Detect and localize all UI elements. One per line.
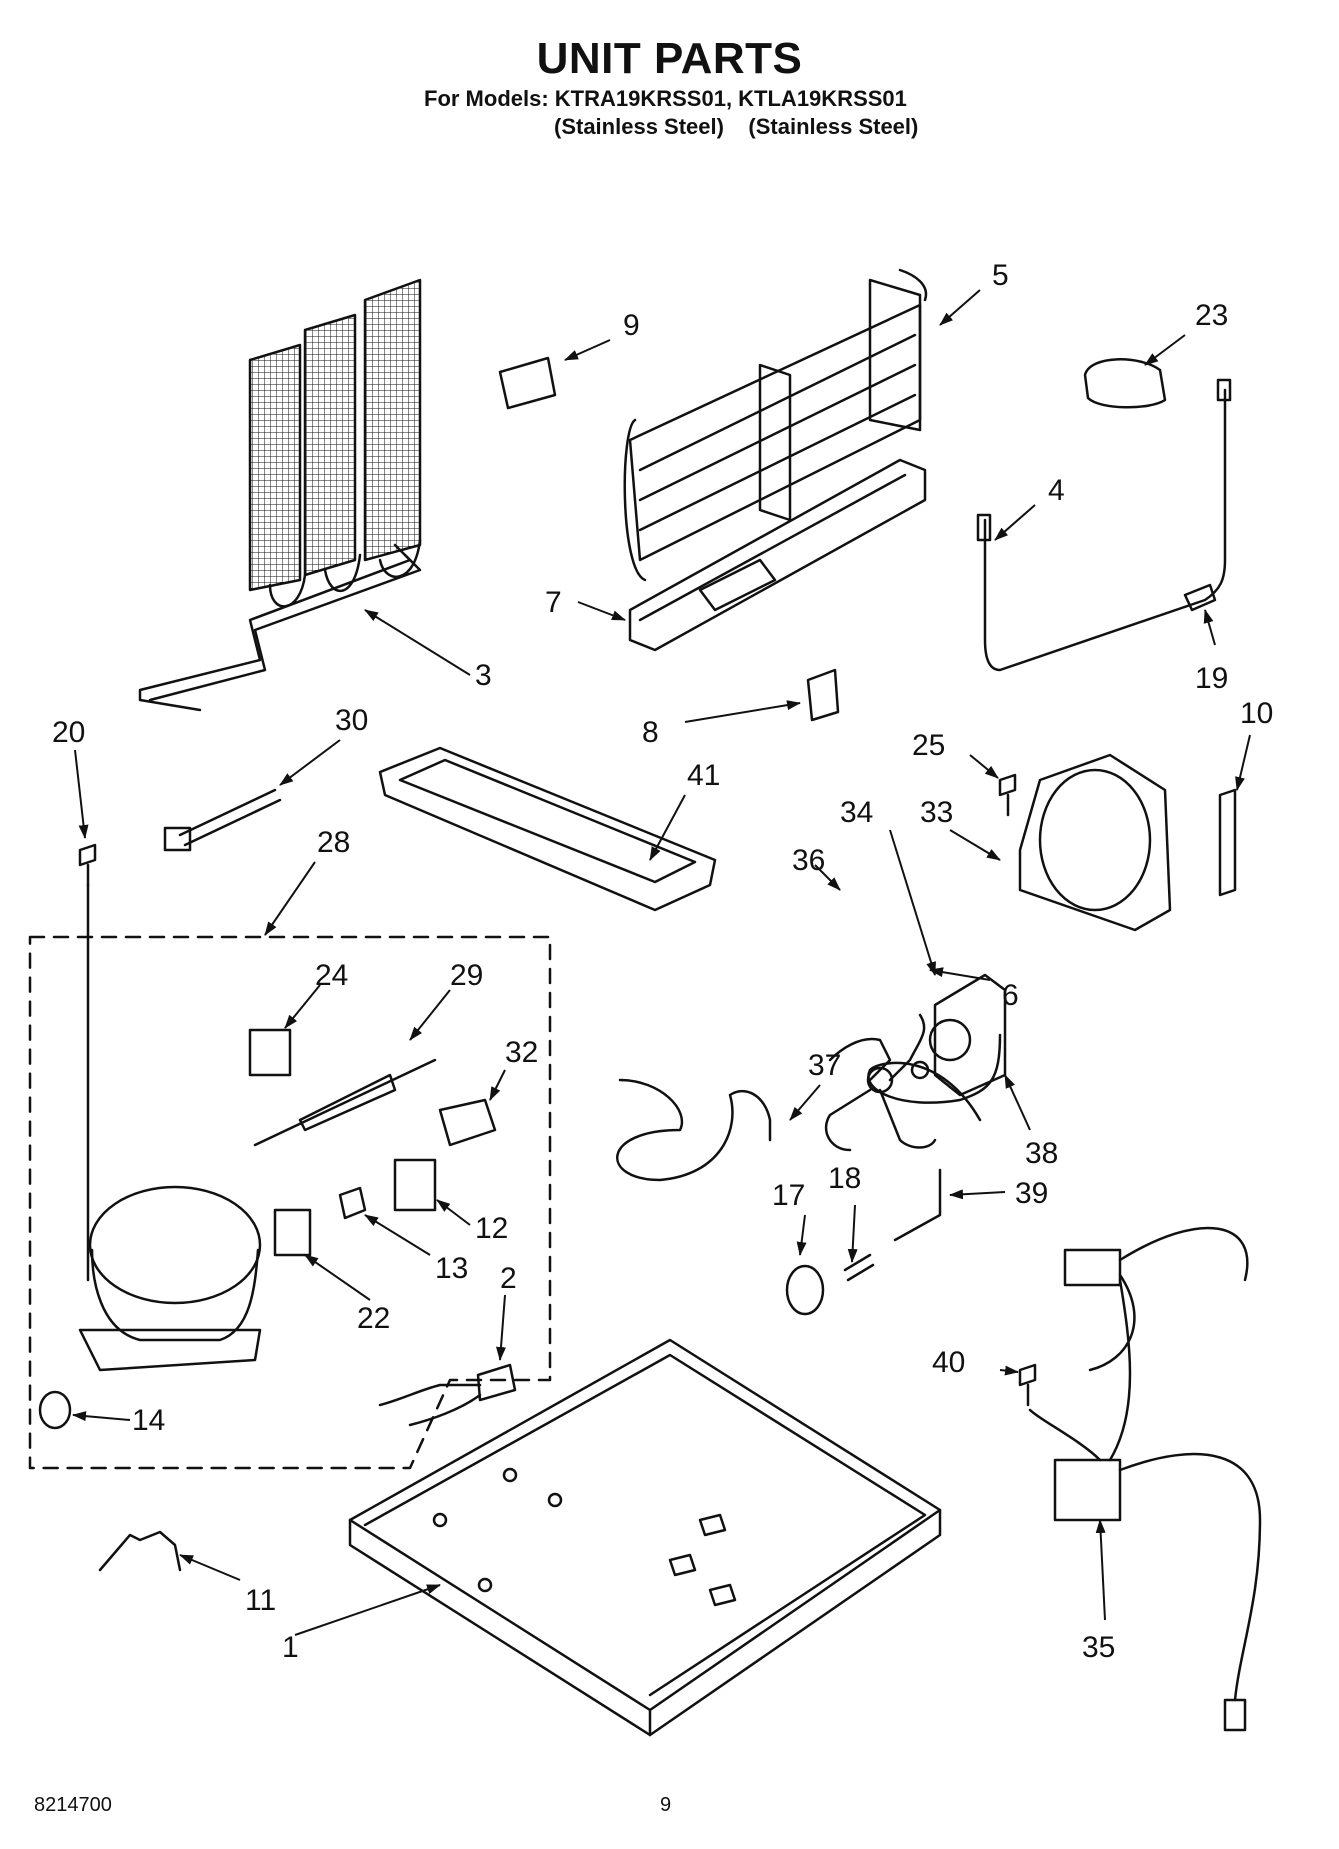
- callout-18: 18: [828, 1162, 861, 1195]
- callout-30: 30: [335, 704, 368, 737]
- cover-cap: [1083, 358, 1167, 409]
- callout-23: 23: [1195, 299, 1228, 332]
- screw-40: [1018, 1363, 1037, 1407]
- callout-25: 25: [912, 729, 945, 762]
- base-pan: [348, 1338, 942, 1737]
- screw-25: [998, 773, 1017, 817]
- mounting-bracket: [806, 668, 840, 722]
- callout-17: 17: [772, 1179, 805, 1212]
- roller-axle: [843, 1253, 875, 1282]
- drain-tube: [616, 1078, 772, 1182]
- insulation-pad: [498, 356, 557, 410]
- callout-12: 12: [475, 1212, 508, 1245]
- water-tray: [378, 746, 717, 912]
- callout-32: 32: [505, 1036, 538, 1069]
- evaporator-drip-tray: [628, 458, 927, 652]
- page-title: UNIT PARTS: [536, 34, 803, 83]
- callout-39: 39: [1015, 1177, 1048, 1210]
- callout-2: 2: [500, 1262, 517, 1295]
- compressor: [78, 883, 262, 1372]
- gasket-strip: [1218, 788, 1237, 897]
- leader-lines: [72, 289, 1251, 1636]
- callout-24: 24: [315, 959, 348, 992]
- callout-38: 38: [1025, 1137, 1058, 1170]
- callout-13: 13: [435, 1252, 468, 1285]
- page-number: 9: [660, 1794, 672, 1816]
- finish-line: (Stainless Steel) (Stainless Steel): [554, 114, 919, 139]
- fan-shroud: [1018, 753, 1172, 932]
- tube-connector: [893, 1168, 942, 1242]
- condenser-coil: [138, 278, 422, 712]
- callout-11: 11: [245, 1584, 276, 1617]
- evaporator-coil: [623, 268, 928, 582]
- roller-wheel: [785, 1264, 825, 1316]
- document-number: 8214700: [34, 1794, 112, 1816]
- callout-5: 5: [992, 259, 1009, 292]
- callout-41: 41: [687, 759, 720, 792]
- compressor-harness: [378, 1363, 517, 1427]
- main-wiring-harness: [1028, 1226, 1262, 1732]
- wire-clip: [1183, 583, 1217, 612]
- wire-retainer: [98, 1530, 182, 1572]
- callout-10: 10: [1240, 697, 1273, 730]
- callout-37: 37: [808, 1049, 841, 1082]
- callout-9: 9: [623, 309, 640, 342]
- callout-40: 40: [932, 1346, 965, 1379]
- callout-labels: 1 2 3 4 5 6 7 8 9 10 11 12 13 14 17 18 1…: [52, 259, 1273, 1664]
- callout-35: 35: [1082, 1631, 1115, 1664]
- callout-7: 7: [545, 586, 562, 619]
- cable-tie: [178, 788, 282, 847]
- callout-14: 14: [132, 1404, 165, 1437]
- sensor-wire: [983, 388, 1227, 672]
- models-line: For Models: KTRA19KRSS01, KTLA19KRSS01: [424, 86, 907, 111]
- drain-hose: [867, 1033, 1002, 1122]
- callout-4: 4: [1048, 474, 1065, 507]
- callout-19: 19: [1195, 662, 1228, 695]
- callout-3: 3: [475, 659, 492, 692]
- start-capacitor: [253, 1058, 437, 1147]
- callout-28: 28: [317, 826, 350, 859]
- callout-1: 1: [282, 1631, 299, 1664]
- screw-20: [78, 843, 97, 887]
- compressor-kit-box: [28, 935, 552, 1470]
- callout-6: 6: [1002, 979, 1019, 1012]
- callout-8: 8: [642, 716, 659, 749]
- callout-22: 22: [357, 1302, 390, 1335]
- callout-29: 29: [450, 959, 483, 992]
- start-relay: [248, 1028, 292, 1077]
- overload-protector: [393, 1158, 437, 1212]
- overload-clip: [338, 1186, 367, 1220]
- callout-34: 34: [840, 796, 873, 829]
- callout-20: 20: [52, 716, 85, 749]
- callout-33: 33: [920, 796, 953, 829]
- fan-blade: [824, 1013, 937, 1152]
- rubber-grommet: [38, 1390, 72, 1430]
- callout-36: 36: [792, 844, 825, 877]
- relay-cover: [438, 1098, 497, 1147]
- terminal-block: [273, 1208, 312, 1257]
